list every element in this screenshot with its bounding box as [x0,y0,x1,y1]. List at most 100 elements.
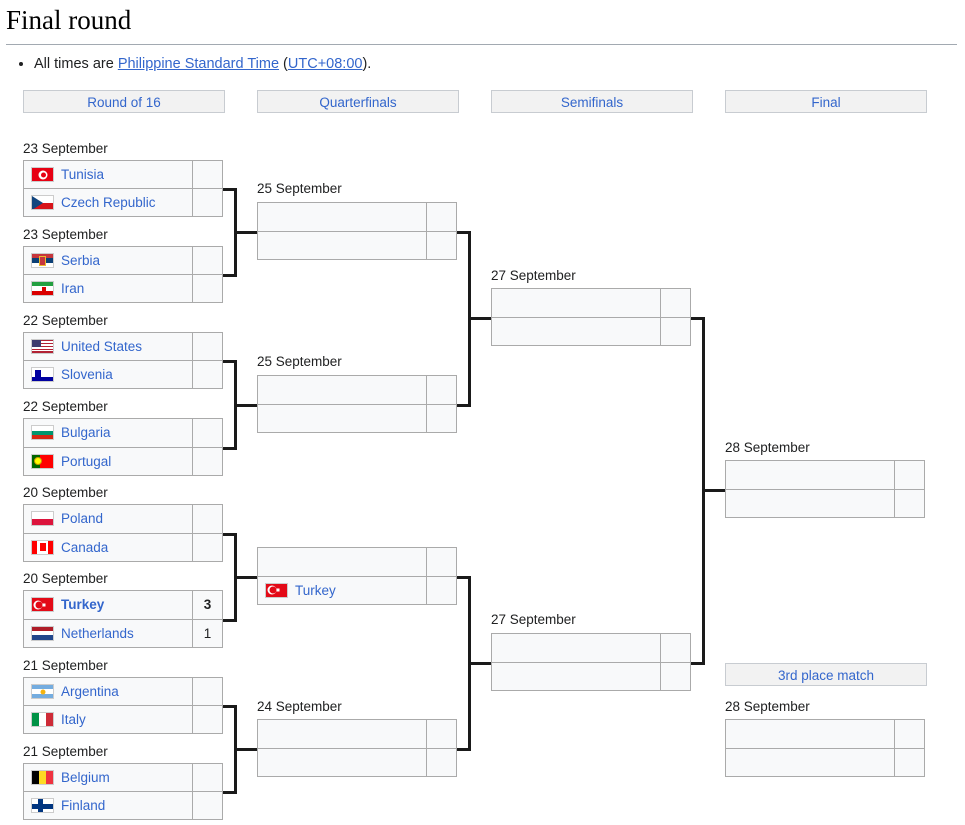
match-row[interactable]: Italy [24,706,222,733]
match-date: 28 September [725,440,810,455]
team-name[interactable]: Iran [61,281,85,296]
team-cell [492,634,661,662]
round-header-quarterfinals[interactable]: Quarterfinals [257,90,459,113]
match-row[interactable] [726,489,924,517]
match-box[interactable]: Poland Canada [23,504,223,562]
match-box[interactable] [257,375,457,433]
match-box[interactable] [725,460,925,518]
score-cell [427,376,456,404]
team-name[interactable]: Bulgaria [61,425,111,441]
flag-canada [31,539,54,555]
match-row[interactable]: Finland [24,792,222,819]
match-row[interactable] [492,289,690,318]
team-cell: Bulgaria [24,419,193,447]
match-box[interactable] [257,202,457,260]
round-header-3rd-place[interactable]: 3rd place match [725,663,927,686]
team-name[interactable]: Slovenia [61,367,113,382]
match-row[interactable] [258,720,456,749]
match-box[interactable] [491,288,691,346]
score-cell [427,749,456,777]
match-row[interactable] [258,548,456,577]
match-row[interactable]: Turkey 3 [24,591,222,620]
match-row[interactable]: Iran [24,275,222,302]
match-row[interactable]: Serbia [24,247,222,275]
score-cell [427,405,456,433]
connector [223,619,237,622]
team-name[interactable]: Argentina [61,684,119,699]
match-row[interactable] [258,748,456,777]
match-row[interactable]: Netherlands 1 [24,619,222,647]
team-cell: Canada [24,533,193,561]
team-cell: Slovenia [24,361,193,388]
team-name[interactable]: Turkey [295,582,336,598]
team-name[interactable]: Netherlands [61,625,134,641]
round-header-final[interactable]: Final [725,90,927,113]
score-cell [193,678,222,705]
match-box[interactable] [491,633,691,691]
score-cell [193,706,222,733]
team-name[interactable]: Poland [61,511,104,527]
match-date: 23 September [23,141,108,156]
team-name[interactable]: Tunisia [61,167,105,182]
match-row[interactable] [258,376,456,405]
match-box[interactable] [725,719,925,777]
team-name[interactable]: Serbia [61,253,101,268]
match-box[interactable]: Belgium Finland [23,763,223,820]
connector [234,576,260,579]
team-cell: Czech Republic [24,189,193,216]
score-cell: 1 [203,625,212,641]
flag-italy [31,712,54,727]
team-name[interactable]: Canada [61,539,109,555]
team-name[interactable]: Belgium [61,770,110,785]
team-cell: United States [24,333,193,360]
match-row[interactable]: Czech Republic [24,189,222,216]
match-row[interactable]: Canada [24,533,222,561]
match-box[interactable]: United States Slovenia [23,332,223,389]
flag-turkey [31,597,54,613]
match-box[interactable]: Turkey 3 Netherlands 1 [23,590,223,648]
team-name[interactable]: Italy [61,712,86,727]
match-row[interactable]: Slovenia [24,361,222,388]
match-row[interactable]: United States [24,333,222,361]
match-row[interactable]: Tunisia [24,161,222,189]
team-name[interactable]: United States [61,339,143,354]
match-box[interactable]: Bulgaria Portugal [23,418,223,476]
team-cell: Serbia [24,247,193,274]
match-box[interactable]: Turkey [257,547,457,605]
match-row[interactable] [492,662,690,690]
team-name[interactable]: Portugal [61,453,112,469]
team-name[interactable]: Turkey [61,597,105,613]
match-row[interactable] [258,203,456,232]
match-box[interactable]: Argentina Italy [23,677,223,734]
match-row[interactable]: Poland [24,505,222,534]
match-row[interactable] [726,720,924,749]
utc-offset-link[interactable]: UTC+08:00 [287,55,363,72]
match-row[interactable] [492,317,690,345]
match-row[interactable]: Belgium [24,764,222,792]
connector [457,748,471,751]
match-row[interactable] [258,404,456,433]
round-header-semifinals[interactable]: Semifinals [491,90,693,113]
team-name[interactable]: Finland [61,798,106,813]
match-row[interactable]: Portugal [24,447,222,475]
round-header-round-of-16[interactable]: Round of 16 [23,90,225,113]
match-row[interactable]: Bulgaria [24,419,222,448]
match-row[interactable] [492,634,690,663]
match-row[interactable] [726,461,924,490]
match-box[interactable]: Tunisia Czech Republic [23,160,223,217]
note-paren-open: ( [279,55,288,72]
philippine-standard-time-link[interactable]: Philippine Standard Time [117,55,280,72]
match-row[interactable] [726,748,924,776]
match-row[interactable] [258,231,456,259]
match-box[interactable] [257,719,457,777]
team-name[interactable]: Czech Republic [61,195,156,210]
team-cell [258,748,427,776]
score-cell [193,361,222,388]
match-row[interactable]: Turkey [258,576,456,604]
match-row[interactable]: Argentina [24,678,222,706]
connector [468,662,494,665]
match-box[interactable]: Serbia Iran [23,246,223,303]
match-date: 21 September [23,744,108,759]
connector [223,188,237,191]
team-cell: Italy [24,706,193,733]
